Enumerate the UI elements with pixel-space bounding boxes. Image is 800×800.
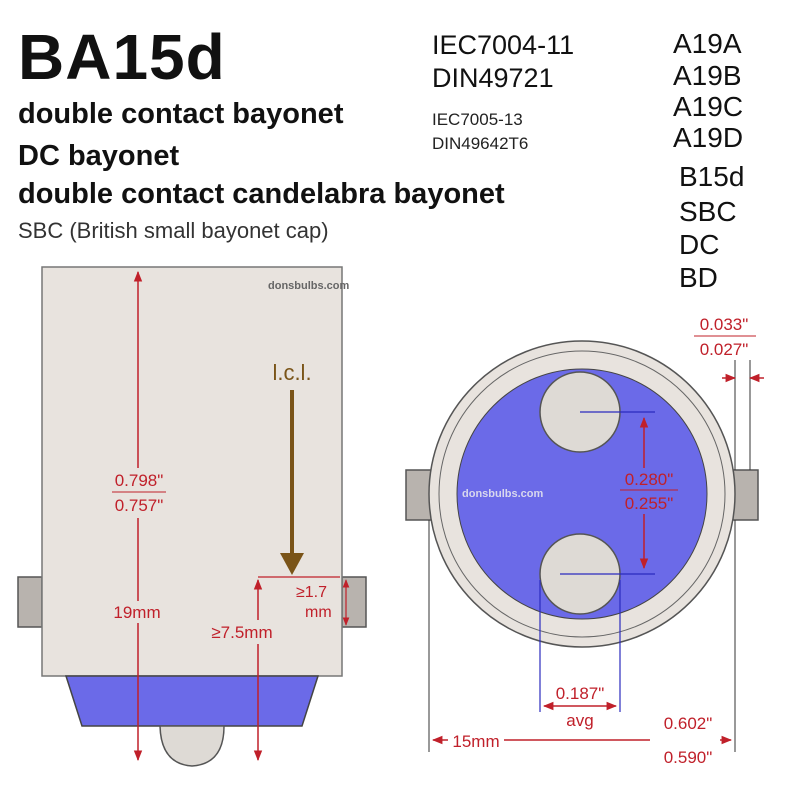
pin-offset-label: ≥7.5mm: [211, 623, 272, 642]
subtitle-sbc: SBC (British small bayonet cap): [18, 218, 329, 243]
subtitle-dc-bayonet: DC bayonet: [18, 140, 180, 172]
side-view: 0.798" 0.757" 19mm l.c.l. ≥7.5mm ≥1.7 mm…: [17, 266, 367, 767]
insulator-side: [64, 675, 320, 727]
page-title: BA15d: [18, 21, 226, 93]
subtitle-double-contact: double contact bayonet: [18, 98, 344, 130]
contact-bump: [159, 725, 225, 767]
shell-inner-rim: [438, 350, 726, 638]
alias-dc: DC: [679, 229, 720, 260]
lcl-label: l.c.l.: [272, 360, 311, 385]
left-bayonet-pin: [17, 576, 43, 628]
pin-offset-bg: [200, 620, 286, 644]
standard-iec7004: IEC7004-11: [432, 30, 575, 60]
pin-height-bottom: mm: [305, 604, 332, 621]
diameter-in-min: 0.590": [664, 748, 713, 767]
diameter-in-max: 0.602": [664, 714, 713, 733]
alias-a19a: A19A: [673, 28, 742, 59]
height-in-max: 0.798": [115, 471, 164, 490]
height-mm-bg: [104, 601, 170, 623]
diameter-in-bg: [650, 731, 720, 749]
contact-width-note: avg: [566, 711, 593, 730]
alias-a19d: A19D: [673, 122, 744, 153]
alias-a19b: A19B: [673, 60, 742, 91]
contact-spacing-min: 0.255": [625, 494, 674, 513]
rim-min: 0.027": [700, 340, 749, 359]
height-label-bg: [100, 468, 178, 518]
height-mm: 19mm: [113, 603, 160, 622]
rim-max: 0.033": [700, 315, 749, 334]
standard-iec7005: IEC7005-13: [432, 110, 523, 129]
alias-b15d: B15d: [679, 161, 745, 192]
watermark-bottom: donsbulbs.com: [462, 488, 544, 500]
contact-width-label: 0.187": [556, 684, 605, 703]
bottom-view: 0.280" 0.255" 0.187" avg 15mm 0.602" 0.5…: [405, 315, 764, 767]
alias-a19c: A19C: [673, 91, 744, 122]
watermark-side: donsbulbs.com: [268, 280, 350, 292]
alias-bd: BD: [679, 262, 718, 293]
standard-din49721: DIN49721: [432, 63, 554, 93]
standard-din49642: DIN49642T6: [432, 134, 529, 153]
pin-height-top: ≥1.7: [296, 584, 327, 601]
diameter-mm-bg: [448, 731, 504, 749]
lcl-arrow-head: [280, 553, 304, 575]
height-in-min: 0.757": [115, 496, 164, 515]
subtitle-candelabra: double contact candelabra bayonet: [18, 178, 505, 210]
alias-sbc: SBC: [679, 196, 737, 227]
contact-spacing-max: 0.280": [625, 470, 674, 489]
contact-spacing-bg: [616, 468, 682, 514]
diameter-mm: 15mm: [452, 732, 499, 751]
base-shell: [41, 266, 343, 677]
